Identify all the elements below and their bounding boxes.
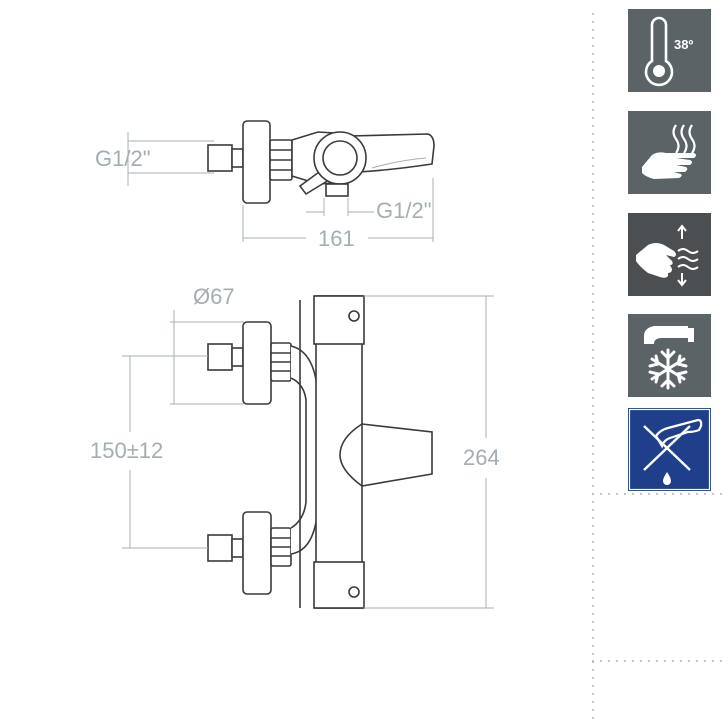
front-view <box>122 295 494 609</box>
anti-freeze-feature <box>628 314 711 397</box>
centres-dimension: 150±12 <box>90 438 163 463</box>
no-drip-feature <box>628 408 711 491</box>
hot-surface-feature <box>628 111 711 194</box>
diameter-dimension: Ø67 <box>193 284 235 309</box>
thread-size-left: G1/2" <box>95 146 151 171</box>
top-view <box>127 120 435 242</box>
temperature-label: 38º <box>674 37 693 52</box>
temperature-feature: 38º <box>628 9 711 92</box>
thread-size-bottom: G1/2" <box>376 198 432 223</box>
hand-flow-icon <box>636 224 699 287</box>
height-dimension: 264 <box>463 445 500 470</box>
no-drip-icon <box>628 408 711 491</box>
dotted-separators <box>591 12 726 726</box>
flow-feature <box>628 213 711 296</box>
hand-heat-icon <box>642 124 696 179</box>
depth-dimension: 161 <box>318 226 355 251</box>
thermometer-icon: 38º <box>644 16 693 87</box>
snowflake-spout-icon <box>644 326 694 390</box>
